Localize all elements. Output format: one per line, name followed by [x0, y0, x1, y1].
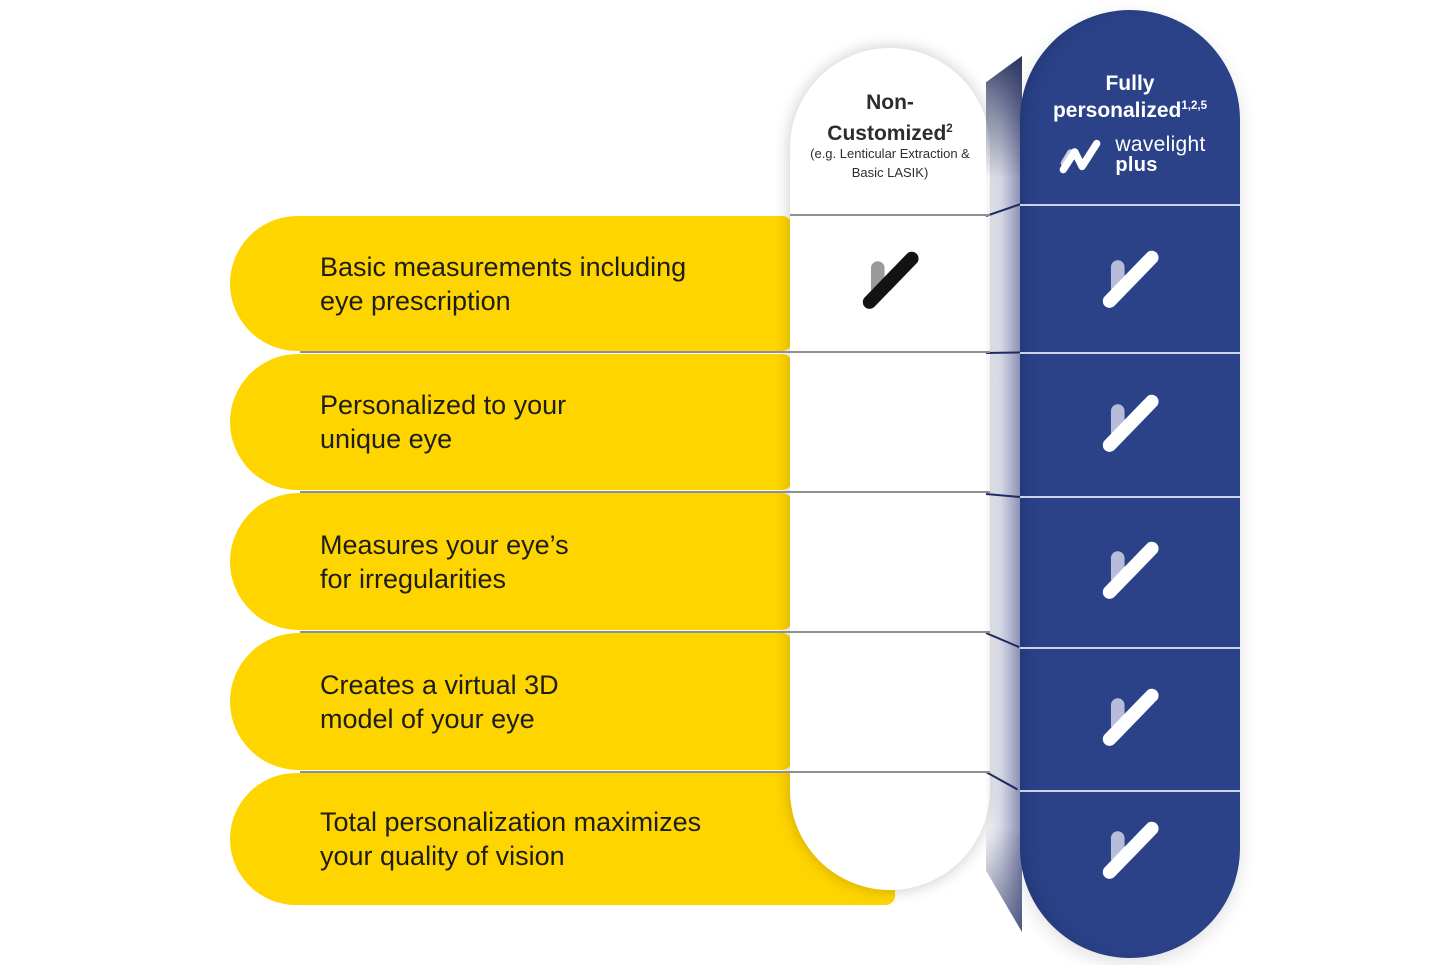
row-separator-line-light [1020, 352, 1240, 354]
feature-text: Measures your eye’s for irregularities [320, 528, 569, 596]
footnote-superscript: 2 [946, 123, 953, 135]
brand-name: wavelight [1115, 133, 1206, 156]
feature-line: Creates a virtual 3D [320, 669, 559, 700]
row-separator-line [790, 214, 990, 216]
feature-line: unique eye [320, 424, 453, 454]
feature-line: Total personalization maximizes [320, 807, 702, 837]
feature-line: your quality of vision [320, 841, 565, 871]
fully-personalized-title: Fully personalized1,2,5 [1020, 72, 1240, 122]
footnote-superscript: 1,2,5 [1181, 100, 1208, 112]
feature-line: for irregularities [320, 563, 507, 594]
row-separator-line-light [1020, 790, 1240, 792]
title-line: Customized2 [827, 122, 953, 145]
fully-personalized-column: Fully personalized1,2,5 wavelight plus [1020, 10, 1240, 958]
row-separator-line-light [1020, 647, 1240, 649]
feature-text: Creates a virtual 3D model of your eye [320, 668, 559, 736]
feature-line: eye prescription [320, 285, 511, 316]
non-customized-column: Non- Customized2 (e.g. Lenticular Extrac… [790, 48, 990, 890]
feature-row: Basic measurements including eye prescri… [230, 216, 792, 351]
brand-suffix: plus [1115, 154, 1158, 176]
checkmark-icon [1102, 821, 1159, 879]
title-line: Fully [1105, 72, 1155, 95]
non-customized-subtitle: (e.g. Lenticular Extraction & Basic LASI… [810, 146, 970, 180]
feature-line: Basic measurements including [320, 251, 687, 282]
title-line: Non- [866, 91, 914, 114]
feature-text: Total personalization maximizes your qua… [320, 805, 701, 873]
row-separator-line-light [1020, 496, 1240, 498]
feature-line: Measures your eye’s [320, 529, 569, 560]
checkmark-icon [1102, 688, 1159, 746]
feature-row: Creates a virtual 3D model of your eye [230, 633, 792, 770]
feature-text: Personalized to your unique eye [320, 388, 566, 456]
feature-row: Personalized to your unique eye [230, 354, 792, 490]
wavelight-plus-logo: wavelight plus [1020, 132, 1240, 178]
feature-row: Total personalization maximizes your qua… [230, 773, 895, 905]
feature-line: Personalized to your [320, 390, 567, 420]
feature-row: Measures your eye’s for irregularities [230, 493, 792, 630]
title-line: personalized1,2,5 [1052, 99, 1208, 122]
feature-line: model of your eye [320, 703, 535, 734]
row-separator-line [300, 491, 990, 493]
checkmark-icon [862, 251, 919, 309]
row-separator-line [300, 631, 990, 633]
row-separator-line-light [1020, 204, 1240, 206]
logo-text: wavelight plus [1115, 134, 1205, 176]
row-separator-line [300, 351, 990, 353]
row-separator-line [300, 771, 990, 773]
feature-text: Basic measurements including eye prescri… [320, 250, 686, 318]
checkmark-icon [1102, 541, 1159, 599]
checkmark-icon [1102, 394, 1159, 452]
checkmark-icon [1102, 250, 1159, 308]
non-customized-title: Non- Customized2 [790, 90, 990, 147]
wavelight-w-icon [1059, 139, 1101, 174]
